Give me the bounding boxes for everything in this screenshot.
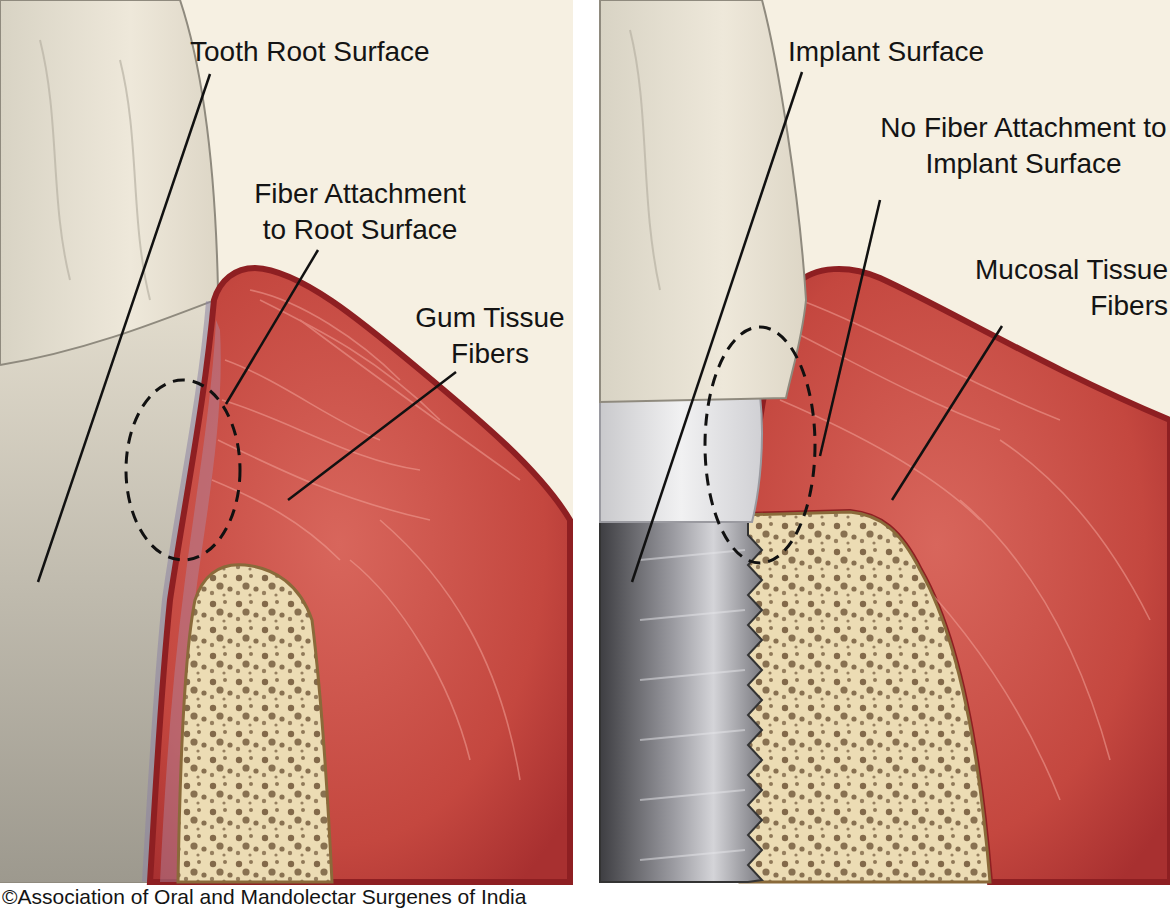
leader-line (288, 372, 456, 500)
crown-shading (40, 40, 150, 300)
cemento-enamel-junction (0, 300, 215, 365)
copyright-watermark: ©Association of Oral and Mandolectar Sur… (2, 884, 702, 910)
leader-lines (38, 72, 1002, 582)
implant-fixture (600, 520, 762, 882)
crown-shading (630, 30, 660, 290)
leader-line (632, 72, 802, 582)
part-label: Fiber Attachment to Root Surface (244, 176, 476, 248)
part-label: Tooth Root Surface (190, 34, 490, 70)
alveolar-bone (178, 565, 332, 882)
alveolar-bone (740, 512, 990, 882)
focus-ellipse (705, 327, 815, 563)
part-label: Implant Surface (788, 34, 1048, 70)
focus-ellipse (126, 380, 240, 560)
leader-line (38, 74, 210, 582)
leader-line (892, 326, 1002, 500)
part-label: Mucosal Tissue Fibers (953, 252, 1168, 324)
left-panel (0, 0, 573, 882)
implant-crown (600, 0, 806, 402)
leader-line (226, 250, 318, 404)
right-panel (600, 0, 1170, 882)
part-label: Gum Tissue Fibers (400, 300, 580, 372)
part-label: No Fiber Attachment to Implant Surface (876, 110, 1170, 182)
implant-threads (640, 550, 745, 860)
abutment (600, 395, 762, 522)
leader-line (820, 200, 880, 456)
